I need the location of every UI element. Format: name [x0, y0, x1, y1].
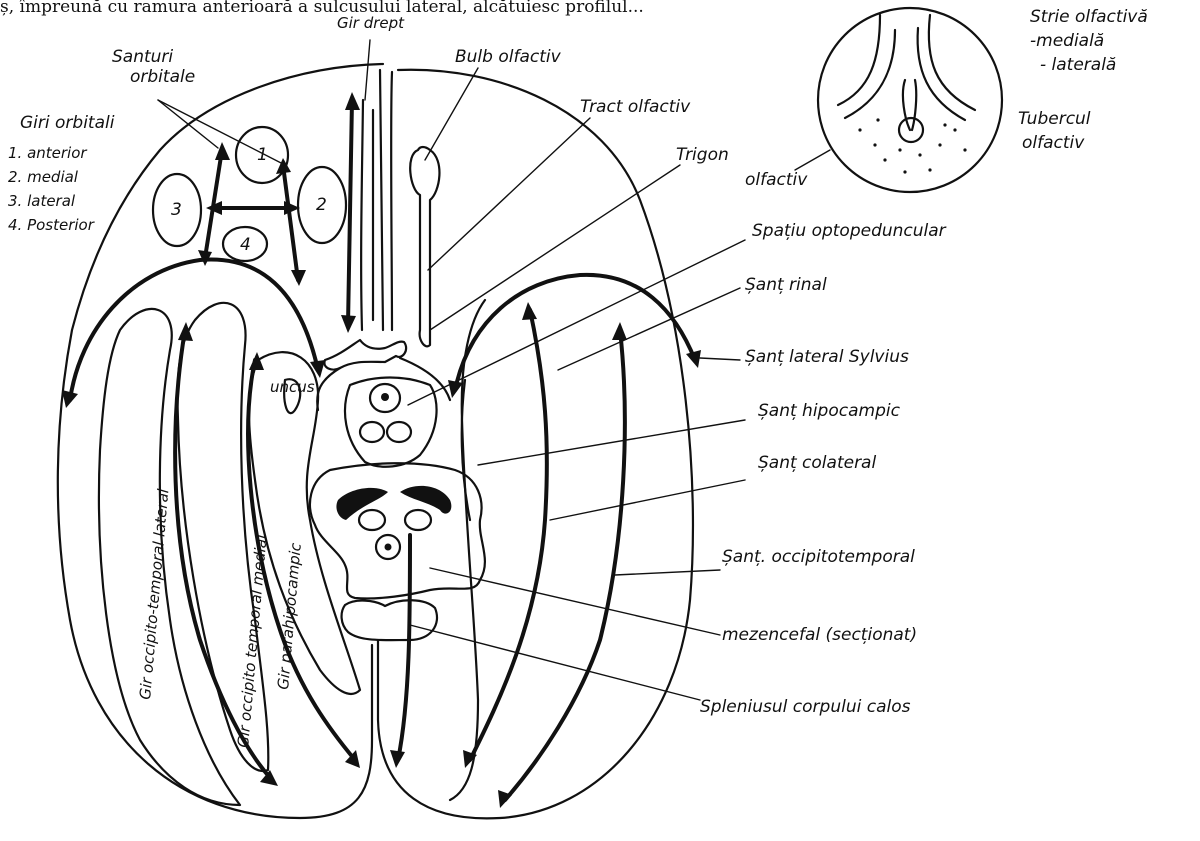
num-2: 2: [316, 195, 327, 215]
red-nucleus-right: [405, 510, 431, 530]
label-giri-orbitali: Giri orbitali: [20, 113, 115, 133]
label-santuri: Santuri: [112, 47, 173, 67]
leader-trigon: [430, 165, 680, 330]
label-tubercul-2: olfactiv: [1022, 133, 1085, 153]
leader-gir-drept: [365, 40, 370, 100]
label-g2: 2. medial: [8, 168, 79, 186]
arrowhead-g: [345, 92, 360, 110]
gir-parahipocampic-outline: [249, 352, 360, 694]
leader-sant-occ: [615, 570, 720, 575]
leader-sant-hipocampic: [478, 420, 745, 465]
leader-bulb: [425, 68, 478, 160]
leader-santuri-orbitale-1: [158, 100, 218, 148]
label-gir-drept: Gir drept: [337, 14, 405, 32]
olfactory-tract: [410, 147, 439, 346]
arrowhead-s: [612, 322, 627, 340]
arrowhead-p: [686, 350, 701, 368]
label-spatiu: Spațiu optopeduncular: [752, 221, 947, 241]
label-trigon: Trigon: [676, 145, 729, 165]
sant-olfactiv-arrow: [348, 100, 352, 325]
right-thin-long-arrow: [398, 535, 410, 760]
label-uncus: uncus: [270, 378, 315, 396]
gir-drept-left: [361, 100, 363, 330]
label-bulb: Bulb olfactiv: [455, 47, 562, 67]
label-tubercul: Tubercul: [1018, 109, 1091, 129]
label-g4: 4. Posterior: [8, 216, 95, 234]
right-hemisphere-outline: [378, 70, 693, 819]
arrowhead-o: [448, 380, 463, 398]
label-g3: 3. lateral: [8, 192, 76, 210]
inset-inner-right: [918, 28, 965, 120]
mamillary-body-left: [360, 422, 384, 442]
label-stria: Strie olfactivă: [1030, 7, 1148, 27]
mamillary-dot: [381, 393, 389, 401]
inset-tubercul-stalk: [903, 80, 916, 130]
mamillary-body-right: [387, 422, 411, 442]
sant-lateral-right-arrow: [455, 275, 695, 390]
substantia-nigra-left: [336, 488, 388, 520]
label-sant-hipocampic: Șanț hipocampic: [758, 401, 901, 421]
num-3: 3: [171, 200, 182, 220]
leader-spatiu: [408, 240, 745, 405]
arrowhead-l: [260, 770, 278, 786]
label-trigon-2: olfactiv: [745, 170, 808, 190]
arrowhead-m: [249, 352, 264, 370]
label-sant-rinal: Șanț rinal: [745, 275, 827, 295]
left-hemisphere-outline: [58, 64, 383, 818]
label-mezencefal: mezencefal (secționat): [722, 625, 917, 645]
label-santuri-2: orbitale: [130, 67, 195, 87]
left-frontal-medial-edge: [380, 70, 383, 330]
label-gir-parahipocampic: Gir parahipocampic: [274, 541, 305, 690]
arrowhead-i: [62, 390, 78, 408]
aqueduct-dot: [385, 544, 392, 551]
arrowhead-a: [215, 142, 230, 160]
substantia-nigra-right: [400, 486, 451, 514]
inset-stria-medial: [838, 15, 880, 105]
label-stria-med: -medială: [1030, 31, 1104, 51]
label-tract: Tract olfactiv: [580, 97, 691, 117]
mezencefal-outline: [310, 463, 485, 598]
leader-sant-lateral: [700, 358, 740, 360]
sant-orbital-arrow-2: [283, 165, 298, 280]
num-1: 1: [257, 145, 268, 165]
label-splenius: Spleniusul corpului calos: [700, 697, 911, 717]
leader-splenius: [410, 625, 700, 700]
num-4: 4: [240, 235, 251, 255]
label-sant-occ: Șanț. occipitotemporal: [722, 547, 915, 567]
leader-tract: [428, 118, 590, 270]
leader-sant-colateral: [550, 480, 745, 520]
optic-chiasm: [324, 340, 406, 370]
arrowhead-d: [291, 270, 306, 286]
leader-sant-rinal: [558, 288, 740, 370]
label-sant-colateral: Șanț colateral: [758, 453, 876, 473]
right-frontal-medial-edge: [391, 72, 392, 330]
arrowhead-c: [276, 158, 291, 174]
leader-stria: [795, 150, 830, 170]
label-stria-lat: - laterală: [1040, 55, 1116, 75]
arrowhead-h: [341, 315, 356, 333]
arrowhead-q: [522, 302, 537, 320]
splenius-outline: [342, 600, 437, 640]
sant-colateral-right-arrow: [505, 330, 625, 800]
label-sant-lateral: Șanț lateral Sylvius: [745, 347, 909, 367]
label-g1: 1. anterior: [8, 144, 87, 162]
interpeduncular-space: [345, 378, 437, 467]
arrowhead-u: [390, 750, 405, 768]
gir-occipito-temporal-lateral-outline: [99, 309, 240, 805]
red-nucleus-left: [359, 510, 385, 530]
right-medial-temporal-outline: [450, 300, 485, 800]
